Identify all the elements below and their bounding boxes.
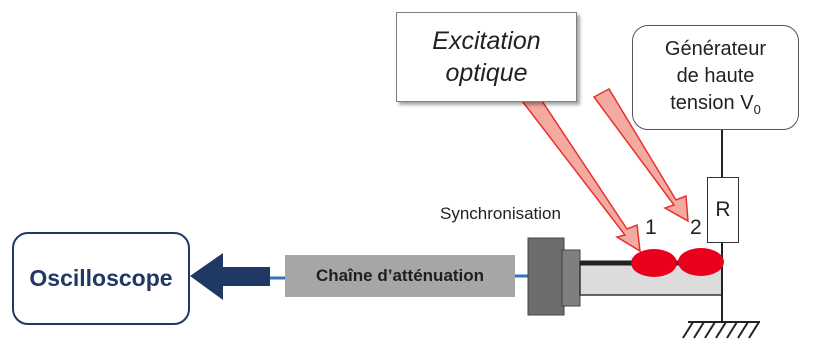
sync-block-back (527, 237, 565, 316)
generator-line3: tension V0 (670, 90, 761, 119)
optical-excitation-line1: Excitation (432, 26, 541, 55)
attenuation-chain-box: Chaîne d’atténuation (285, 255, 515, 297)
spot-2 (678, 248, 724, 276)
generator-line2: de haute (676, 65, 755, 88)
generator-line3-text: tension V (670, 92, 754, 115)
signal-arrow-head (190, 253, 223, 300)
laser-beam-1 (517, 88, 641, 253)
synchronisation-label: Synchronisation (440, 204, 561, 223)
high-voltage-generator-box: Générateur de haute tension V0 (632, 25, 799, 130)
optical-excitation-line2: optique (445, 59, 528, 87)
oscilloscope-box: Oscilloscope (12, 232, 190, 325)
laser-beam-2 (592, 88, 689, 223)
spot-1 (631, 249, 677, 277)
generator-line1: Générateur (664, 38, 767, 61)
ground-symbol (682, 321, 760, 339)
beam-number-1: 1 (645, 216, 657, 239)
oscilloscope-label: Oscilloscope (29, 265, 173, 291)
sync-block-front (561, 249, 581, 307)
beam-number-2: 2 (690, 216, 702, 239)
resistor-label: R (715, 198, 731, 221)
signal-arrow-shaft (220, 267, 270, 286)
resistor-box: R (707, 177, 739, 243)
attenuation-chain-label: Chaîne d’atténuation (315, 266, 485, 285)
generator-line3-subscript: 0 (753, 102, 761, 118)
optical-excitation-box: Excitation optique (396, 12, 577, 102)
